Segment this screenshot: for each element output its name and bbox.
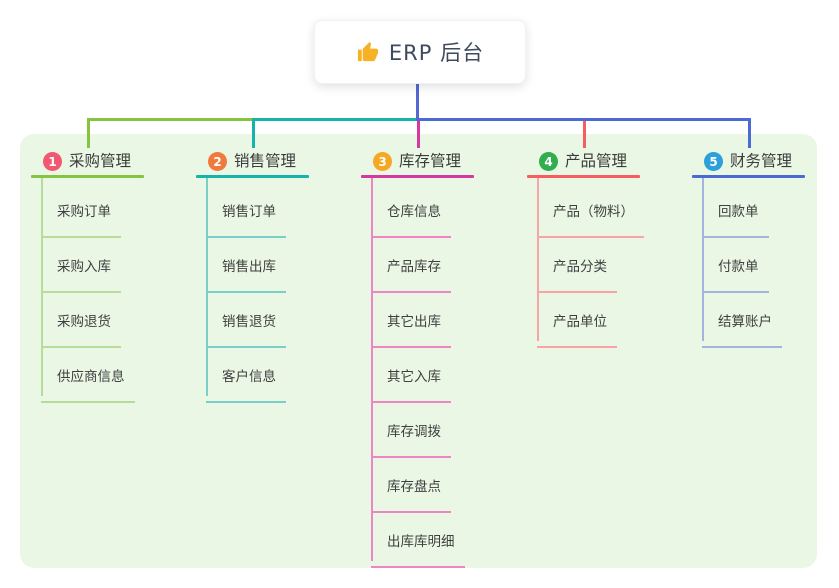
branch-connector-drop (252, 118, 255, 148)
branch-number-badge: 3 (373, 152, 392, 171)
branch-spine (41, 178, 43, 396)
branch-number-badge: 2 (208, 152, 227, 171)
branch-header[interactable]: 4 产品管理 (527, 146, 687, 178)
child-item[interactable]: 采购入库 (41, 258, 121, 293)
branch-underline (196, 175, 309, 178)
child-item[interactable]: 结算账户 (702, 313, 782, 348)
branch-spine (702, 178, 704, 341)
branch-underline (692, 175, 805, 178)
branch-underline (31, 175, 144, 178)
child-item[interactable]: 销售出库 (206, 258, 286, 293)
child-item[interactable]: 库存调拨 (371, 423, 451, 458)
child-item[interactable]: 其它入库 (371, 368, 451, 403)
branches-panel (20, 134, 817, 568)
branch-underline (361, 175, 474, 178)
child-item[interactable]: 产品单位 (537, 313, 617, 348)
branch-财务管理: 5 财务管理 回款单付款单结算账户 (692, 146, 839, 348)
branch-connector-horizontal (252, 118, 419, 121)
branch-header[interactable]: 5 财务管理 (692, 146, 839, 178)
branch-label: 财务管理 (730, 152, 793, 170)
branch-spine (371, 178, 373, 561)
branch-connector-drop (417, 118, 420, 148)
child-item[interactable]: 供应商信息 (41, 368, 135, 403)
branch-采购管理: 1 采购管理 采购订单采购入库采购退货供应商信息 (31, 146, 191, 403)
branch-label: 产品管理 (565, 152, 628, 170)
child-item[interactable]: 回款单 (702, 203, 769, 238)
branch-connector-drop (87, 118, 90, 148)
branch-number-badge: 4 (539, 152, 558, 171)
branch-库存管理: 3 库存管理 仓库信息产品库存其它出库其它入库库存调拨库存盘点出库库明细 (361, 146, 521, 568)
child-item[interactable]: 销售退货 (206, 313, 286, 348)
branch-label: 销售管理 (234, 152, 297, 170)
root-stem-line (416, 81, 419, 121)
branch-label: 采购管理 (69, 152, 132, 170)
child-item[interactable]: 产品分类 (537, 258, 617, 293)
child-item[interactable]: 出库库明细 (371, 533, 465, 568)
branch-number-badge: 5 (704, 152, 723, 171)
thumbs-up-icon (356, 41, 379, 64)
branch-connector-drop (583, 118, 586, 148)
child-item[interactable]: 付款单 (702, 258, 769, 293)
child-item[interactable]: 产品（物料） (537, 203, 644, 238)
child-item[interactable]: 销售订单 (206, 203, 286, 238)
branch-connector-horizontal (416, 118, 751, 121)
branch-underline (527, 175, 640, 178)
branch-header[interactable]: 2 销售管理 (196, 146, 356, 178)
child-item[interactable]: 库存盘点 (371, 478, 451, 513)
branch-number-badge: 1 (43, 152, 62, 171)
branch-connector-drop (748, 118, 751, 148)
branch-spine (206, 178, 208, 396)
root-label: ERP 后台 (388, 41, 485, 65)
branch-header[interactable]: 1 采购管理 (31, 146, 191, 178)
child-item[interactable]: 采购订单 (41, 203, 121, 238)
branch-spine (537, 178, 539, 341)
branch-销售管理: 2 销售管理 销售订单销售出库销售退货客户信息 (196, 146, 356, 403)
child-item[interactable]: 采购退货 (41, 313, 121, 348)
root-node[interactable]: ERP 后台 (314, 20, 526, 84)
child-item[interactable]: 仓库信息 (371, 203, 451, 238)
child-item[interactable]: 客户信息 (206, 368, 286, 403)
child-item[interactable]: 其它出库 (371, 313, 451, 348)
branch-header[interactable]: 3 库存管理 (361, 146, 521, 178)
branch-产品管理: 4 产品管理 产品（物料） 产品分类产品单位 (527, 146, 687, 348)
child-item[interactable]: 产品库存 (371, 258, 451, 293)
branch-label: 库存管理 (399, 152, 462, 170)
